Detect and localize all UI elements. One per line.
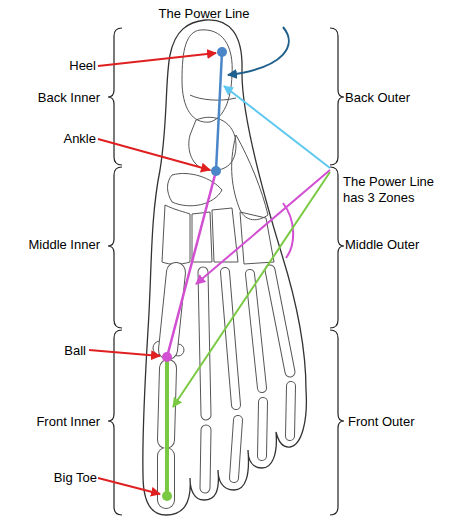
part-label: Front Inner [5, 414, 100, 430]
zone-pointer [173, 27, 330, 407]
part-label: Back Outer [345, 90, 445, 106]
part-label: Front Outer [348, 414, 448, 430]
part-label: The Power Line has 3 Zones [343, 174, 448, 206]
foot-outline [143, 20, 307, 515]
part-label: Middle Outer [345, 237, 457, 253]
foot-bones [166, 270, 291, 500]
part-label: The Power Line [149, 6, 259, 22]
power-line [167, 52, 222, 496]
anatomy-point [162, 47, 227, 501]
part-label: Big Toe [25, 470, 97, 486]
part-label: Heel [40, 58, 96, 74]
part-label: Ankle [40, 131, 96, 147]
part-label: Middle Inner [0, 237, 100, 253]
part-label: Back Inner [8, 90, 100, 106]
part-label: Ball [30, 343, 86, 359]
leader-arrow [89, 53, 216, 494]
